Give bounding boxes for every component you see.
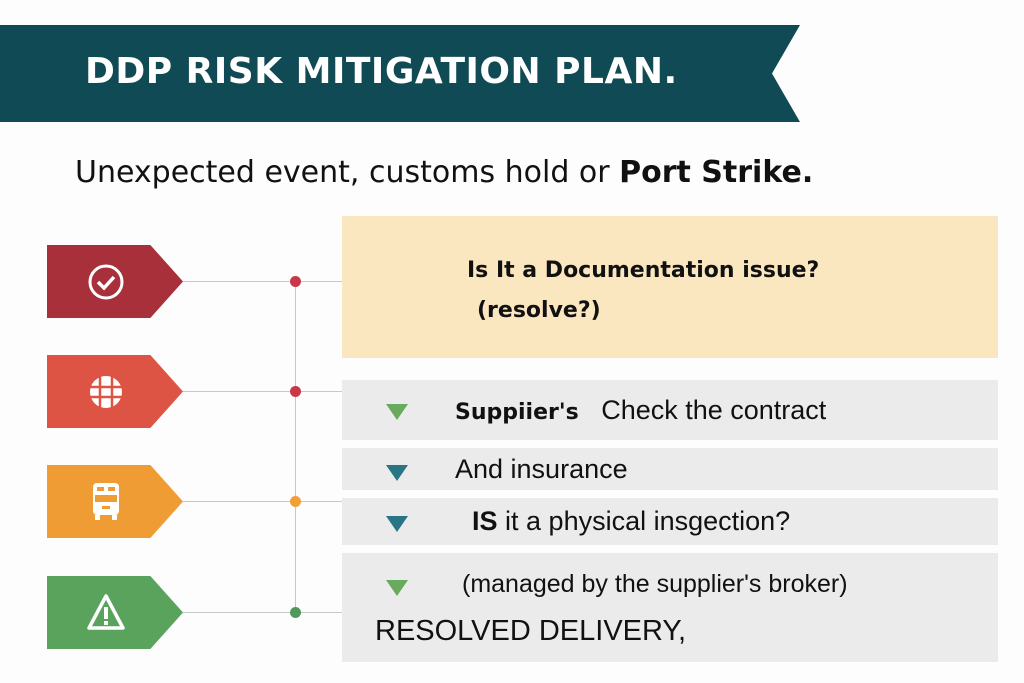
vehicle-icon (93, 483, 119, 520)
arrow-down-icon (386, 580, 408, 596)
step-text: And insurance (455, 454, 628, 484)
arrow-down-icon (386, 516, 408, 532)
connector (183, 612, 342, 613)
step-row: (managed by the supplier's broker) RESOL… (342, 553, 998, 662)
subtitle: Unexpected event, customs hold or Port S… (75, 155, 814, 190)
step-row: IS it a physical insgection? (342, 498, 998, 545)
connector-trunk (295, 281, 296, 612)
step-text: Check the contract (601, 395, 827, 425)
connector (183, 501, 342, 502)
check-circle-icon (88, 264, 124, 300)
node-dot (290, 496, 301, 507)
connector (183, 391, 342, 392)
decision-box: Is It a Documentation issue? (resolve?) (342, 216, 998, 358)
page-title: DDP RISK MITIGATION PLAN. (85, 51, 678, 92)
globe-icon (90, 376, 122, 408)
step-row: Suppiier's Check the contract (342, 380, 998, 440)
warning-icon (87, 594, 125, 630)
step-text: (managed by the supplier's broker) (462, 570, 848, 598)
arrow-down-icon (386, 404, 408, 420)
arrow-down-icon (386, 465, 408, 481)
title-banner: DDP RISK MITIGATION PLAN. (0, 25, 800, 122)
step-label-bold: Suppiier's (455, 400, 579, 425)
connector (183, 281, 342, 282)
tag-customs (47, 355, 183, 428)
tag-documentation (47, 245, 183, 318)
step-row: And insurance (342, 448, 998, 490)
tag-warning (47, 576, 183, 649)
node-dot (290, 386, 301, 397)
decision-question: Is It a Documentation issue? (467, 258, 820, 283)
step-label-bold: IS (472, 506, 498, 536)
node-dot (290, 607, 301, 618)
step-text: it a physical insgection? (505, 506, 791, 536)
result-label: RESOLVED DELIVERY, (375, 615, 687, 647)
node-dot (290, 276, 301, 287)
decision-note: (resolve?) (477, 298, 601, 323)
tag-transport (47, 465, 183, 538)
